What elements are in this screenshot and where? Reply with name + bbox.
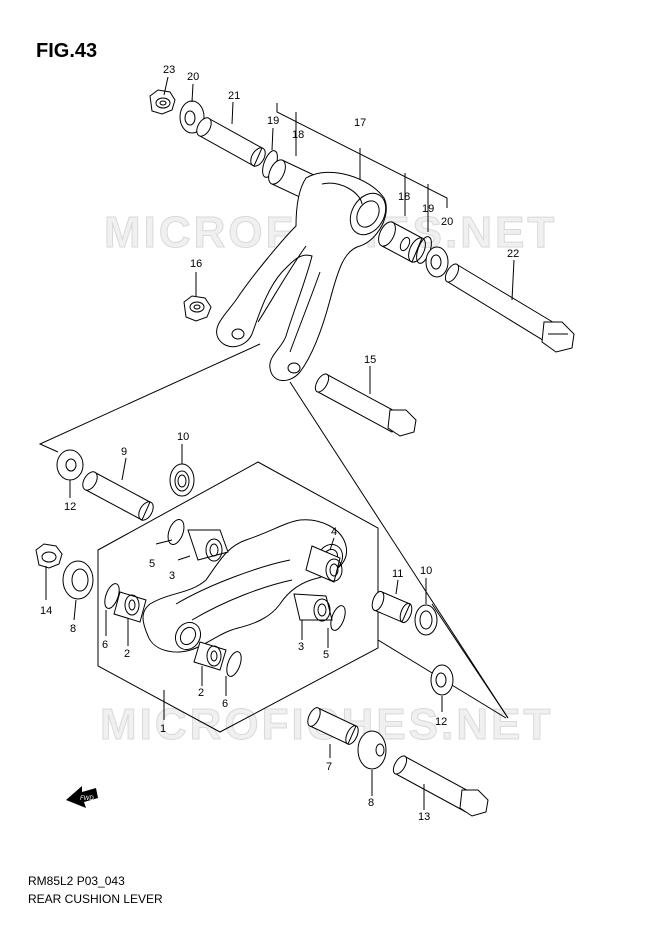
- callout-2a: 2: [124, 648, 130, 660]
- bearing-2a: [113, 591, 147, 623]
- figure-title: FIG.43: [36, 40, 98, 62]
- washer-8a: [62, 560, 94, 600]
- diagram-name: REAR CUSHION LEVER: [28, 892, 163, 906]
- callout-9: 9: [121, 446, 127, 458]
- callout-2b: 2: [198, 687, 204, 699]
- callout-3b: 3: [298, 641, 304, 653]
- bearing-4: [305, 545, 343, 583]
- washer-8b: [357, 730, 387, 770]
- callout-3a: 3: [169, 570, 175, 582]
- seal-10a: [169, 463, 195, 497]
- callout-19b: 19: [422, 203, 434, 215]
- circlip-6b: [226, 651, 242, 677]
- callout-8b: 8: [368, 797, 374, 809]
- lever-body-1: [142, 519, 348, 653]
- callout-22: 22: [507, 248, 519, 260]
- nut-14: [35, 543, 63, 569]
- callout-11: 11: [392, 568, 403, 580]
- callout-18a: 18: [292, 129, 304, 141]
- spacer-9: [82, 471, 154, 521]
- callout-8a: 8: [70, 623, 76, 635]
- spacer-7: [307, 707, 359, 745]
- lever-box-1: [97, 461, 379, 733]
- callout-6a: 6: [102, 639, 108, 651]
- callout-17: 17: [354, 117, 366, 129]
- bolt-15: [314, 373, 417, 437]
- bolt-22: [444, 263, 575, 353]
- seal-10b: [414, 604, 438, 636]
- leader-lines: [45, 76, 515, 810]
- circlip-5a: [167, 519, 185, 545]
- flange-nut-16: [183, 295, 212, 322]
- callout-6b: 6: [222, 698, 228, 710]
- callout-21: 21: [228, 90, 240, 102]
- bearing-2b: [193, 641, 227, 671]
- circlip-5b: [330, 605, 346, 631]
- washer-12a: [56, 449, 84, 481]
- callout-20a: 20: [187, 71, 199, 83]
- callout-numbers: 23 20 21 19 18 17 18 19 20 22 16 15 9 10…: [40, 64, 519, 823]
- callout-10a: 10: [177, 431, 189, 443]
- washer-20b: [425, 246, 449, 278]
- callout-16: 16: [190, 258, 202, 270]
- callout-1: 1: [160, 723, 166, 735]
- fwd-label: FWD: [80, 796, 94, 802]
- bearing-18b: [378, 221, 426, 263]
- spacer-11: [371, 590, 413, 624]
- cushion-rod-17: [216, 171, 387, 381]
- callout-7: 7: [326, 761, 332, 773]
- callout-19a: 19: [267, 115, 279, 127]
- bolt-13: [392, 755, 489, 817]
- circlip-6a: [104, 583, 120, 609]
- callout-18b: 18: [398, 191, 410, 203]
- bracket-17: [276, 103, 448, 232]
- callout-15: 15: [364, 354, 376, 366]
- callout-23: 23: [163, 64, 175, 76]
- callout-12b: 12: [435, 716, 447, 728]
- callout-13: 13: [418, 811, 430, 823]
- flange-nut-23: [149, 89, 176, 115]
- sleeve-21: [196, 117, 266, 167]
- washer-12b: [430, 664, 454, 696]
- callout-5b: 5: [323, 649, 329, 661]
- fwd-arrow-icon: FWD: [66, 786, 98, 808]
- callout-4: 4: [331, 526, 337, 538]
- bearing-3b: [293, 593, 333, 622]
- callout-20b: 20: [441, 216, 453, 228]
- bearing-3a: [187, 529, 229, 562]
- callout-5a: 5: [149, 558, 155, 570]
- callout-12a: 12: [64, 501, 76, 513]
- callout-14: 14: [40, 605, 52, 617]
- diagram-code: RM85L2 P03_043: [28, 874, 125, 888]
- callout-10b: 10: [420, 565, 432, 577]
